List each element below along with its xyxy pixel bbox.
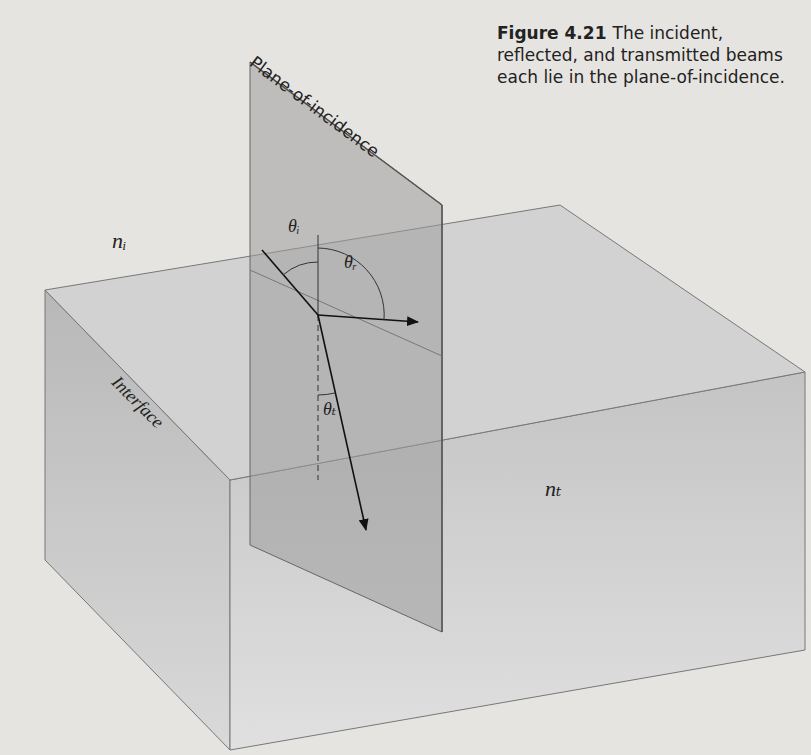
angle-label: θᵢ [288, 216, 300, 237]
figure-number: Figure 4.21 [497, 23, 607, 43]
angle-label: θₜ [323, 398, 336, 420]
index-label: nₜ [545, 476, 561, 502]
figure-caption: Figure 4.21The incident, reflected, and … [497, 22, 797, 88]
angle-label: θᵣ [344, 252, 357, 273]
index-label: nᵢ [112, 228, 126, 254]
